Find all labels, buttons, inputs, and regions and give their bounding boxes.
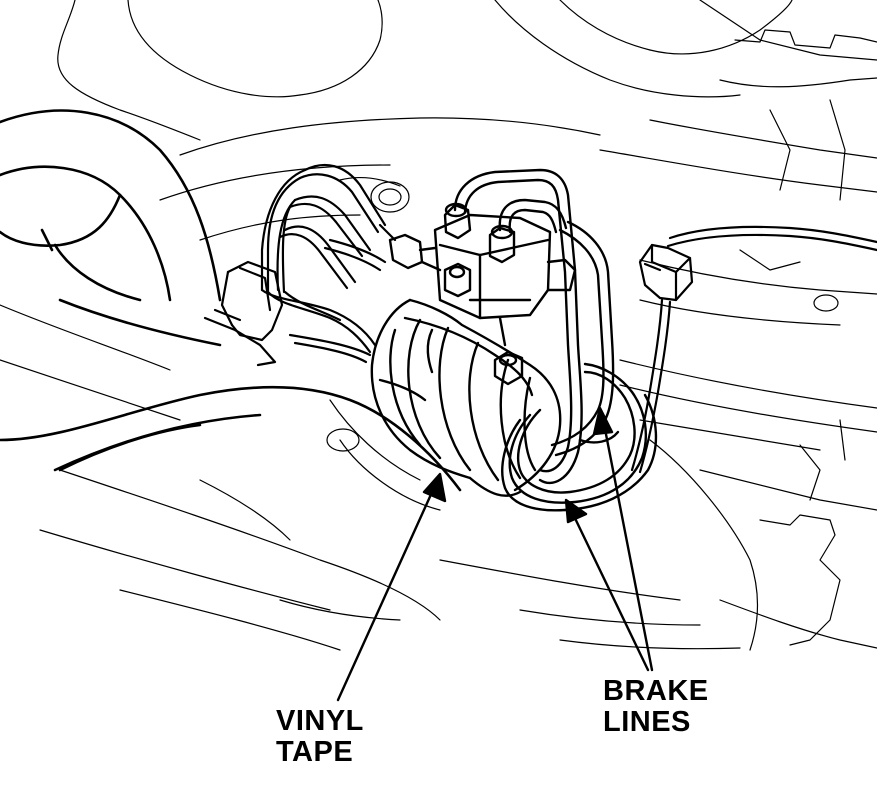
brake-lines-loop <box>453 168 658 512</box>
valve-block <box>388 202 577 386</box>
vinyl-tape-leader <box>336 488 435 702</box>
brake-lines-arrowhead-2 <box>592 406 614 436</box>
brake-lines-leader-2 <box>602 422 654 672</box>
brake-lines-leader-1 <box>570 510 650 672</box>
brake-lines-left-bundle <box>260 163 397 364</box>
brake-lines-line1: BRAKE <box>603 675 709 707</box>
vinyl-tape-line2: TAPE <box>276 736 354 768</box>
vinyl-tape-callout: VINYL TAPE <box>276 706 364 768</box>
large-hose <box>0 109 462 492</box>
brake-lines-callout: BRAKE LINES <box>603 676 709 738</box>
callout-leaders <box>336 406 654 702</box>
vinyl-tape-arrowhead <box>422 472 447 503</box>
background-structure <box>0 0 877 651</box>
tape-wrapped-bundle <box>370 298 562 497</box>
brake-lines-line2: LINES <box>603 706 691 738</box>
sensor-wire <box>630 225 877 474</box>
vinyl-tape-line1: VINYL <box>276 705 364 737</box>
brake-lines-arrowhead-1 <box>564 498 588 524</box>
electrical-connector <box>203 260 284 367</box>
